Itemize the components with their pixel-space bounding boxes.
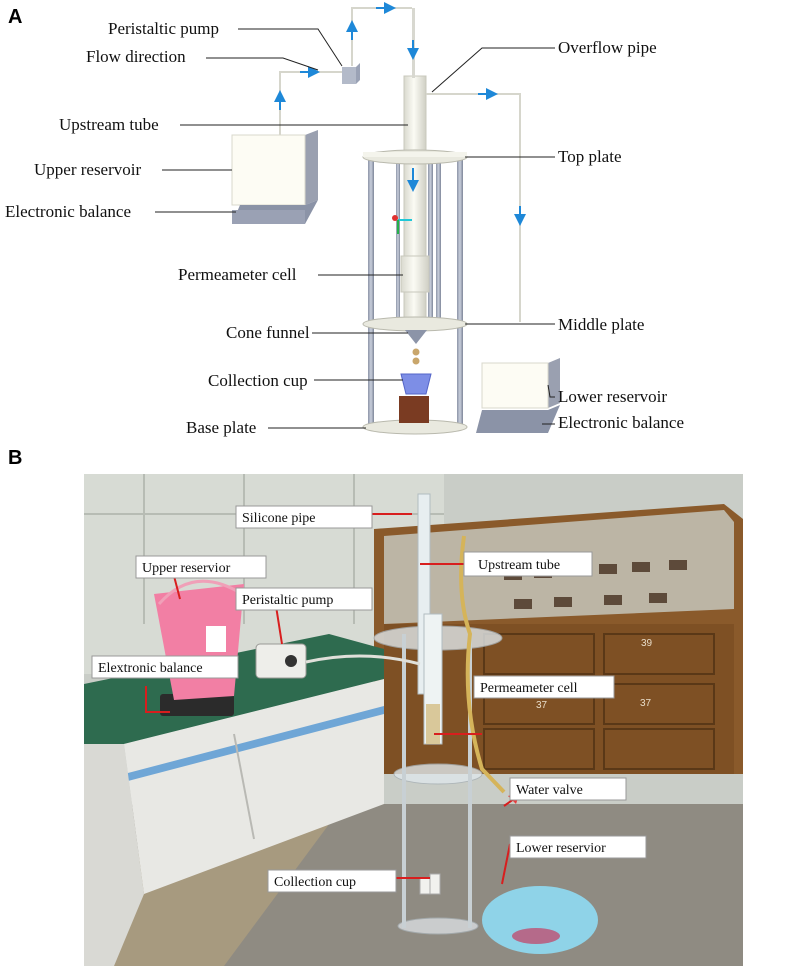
label-overflow-pipe: Overflow pipe bbox=[558, 38, 657, 57]
silicone-tube-photo bbox=[459, 535, 506, 794]
label-collection-cup: Collection cup bbox=[208, 371, 308, 390]
apparatus-schematic: Peristaltic pump Flow direction Upstream… bbox=[5, 2, 684, 437]
permeameter-stand bbox=[373, 493, 503, 935]
middle-plate bbox=[362, 316, 468, 332]
photo-label-permeameter-cell: Permeameter cell bbox=[473, 675, 615, 699]
upper-reservoir bbox=[231, 130, 318, 206]
svg-text:Upper reservior: Upper reservior bbox=[142, 561, 231, 576]
label-lower-reservoir: Lower reservoir bbox=[558, 387, 667, 406]
cabinet-number-39: 39 bbox=[641, 638, 653, 649]
panel-b-letter: B bbox=[8, 447, 23, 469]
label-permeameter-cell: Permeameter cell bbox=[178, 265, 297, 284]
peristaltic-pump-photo bbox=[255, 643, 307, 679]
drop bbox=[412, 348, 420, 356]
label-electronic-balance-left: Electronic balance bbox=[5, 202, 131, 221]
panel-a-letter: A bbox=[8, 6, 23, 28]
label-flow-direction: Flow direction bbox=[86, 47, 186, 66]
photo-label-upper-reservior: Upper reservior bbox=[135, 555, 267, 579]
photo-label-silicone-pipe: Silicone pipe bbox=[235, 505, 373, 529]
balance-left bbox=[232, 200, 318, 224]
leader-lines bbox=[155, 28, 555, 429]
photo-leader-lines bbox=[145, 513, 519, 885]
label-electronic-balance-right: Electronic balance bbox=[558, 413, 684, 432]
svg-text:Upstream tube: Upstream tube bbox=[478, 558, 560, 573]
label-base-plate: Base plate bbox=[186, 418, 256, 437]
lower-reservoir-basin bbox=[482, 886, 598, 954]
floor-mat bbox=[84, 804, 344, 966]
apparatus-photo: 39 37 37 bbox=[84, 474, 743, 966]
label-upper-reservoir: Upper reservoir bbox=[34, 160, 141, 179]
flow-direction-arrows bbox=[274, 2, 526, 226]
svg-text:Silicone pipe: Silicone pipe bbox=[242, 511, 316, 526]
svg-text:Permeameter cell: Permeameter cell bbox=[480, 681, 578, 696]
photo-label-peristaltic-pump: Peristaltic pump bbox=[235, 587, 373, 611]
photo-label-water-valve: Water valve bbox=[509, 777, 627, 801]
collection-cup-shape bbox=[400, 373, 432, 395]
svg-text:Water valve: Water valve bbox=[516, 783, 583, 798]
label-top-plate: Top plate bbox=[558, 147, 621, 166]
svg-text:Lower reservior: Lower reservior bbox=[516, 841, 606, 856]
cabinet-number-37a: 37 bbox=[536, 700, 548, 711]
cabinet-number-37b: 37 bbox=[640, 698, 652, 709]
photo-label-upstream-tube: Upstream tube bbox=[463, 551, 593, 577]
svg-text:Collection cup: Collection cup bbox=[274, 875, 356, 890]
label-cone-funnel: Cone funnel bbox=[226, 323, 310, 342]
photo-label-collection-cup: Collection cup bbox=[267, 869, 397, 893]
cone-funnel bbox=[405, 330, 427, 344]
soil-block bbox=[399, 396, 429, 423]
label-peristaltic-pump: Peristaltic pump bbox=[108, 19, 219, 38]
balance-right bbox=[476, 405, 560, 433]
support-rods bbox=[368, 160, 463, 428]
svg-text:Elextronic balance: Elextronic balance bbox=[98, 661, 203, 676]
peristaltic-pump-box bbox=[342, 63, 360, 84]
axis-gizmo-icon bbox=[392, 215, 412, 234]
svg-text:Peristaltic pump: Peristaltic pump bbox=[242, 593, 333, 608]
collection-cup-photo bbox=[429, 873, 441, 895]
top-plate bbox=[362, 149, 468, 165]
label-upstream-tube: Upstream tube bbox=[59, 115, 159, 134]
photo-label-elextronic-balance: Elextronic balance bbox=[91, 655, 239, 679]
photo-label-lower-reservior: Lower reservior bbox=[509, 835, 647, 859]
lower-reservoir bbox=[481, 358, 560, 409]
drop bbox=[412, 357, 420, 365]
bucket-tag bbox=[206, 626, 226, 652]
label-middle-plate: Middle plate bbox=[558, 315, 644, 334]
pump-tube-photo bbox=[305, 654, 421, 666]
